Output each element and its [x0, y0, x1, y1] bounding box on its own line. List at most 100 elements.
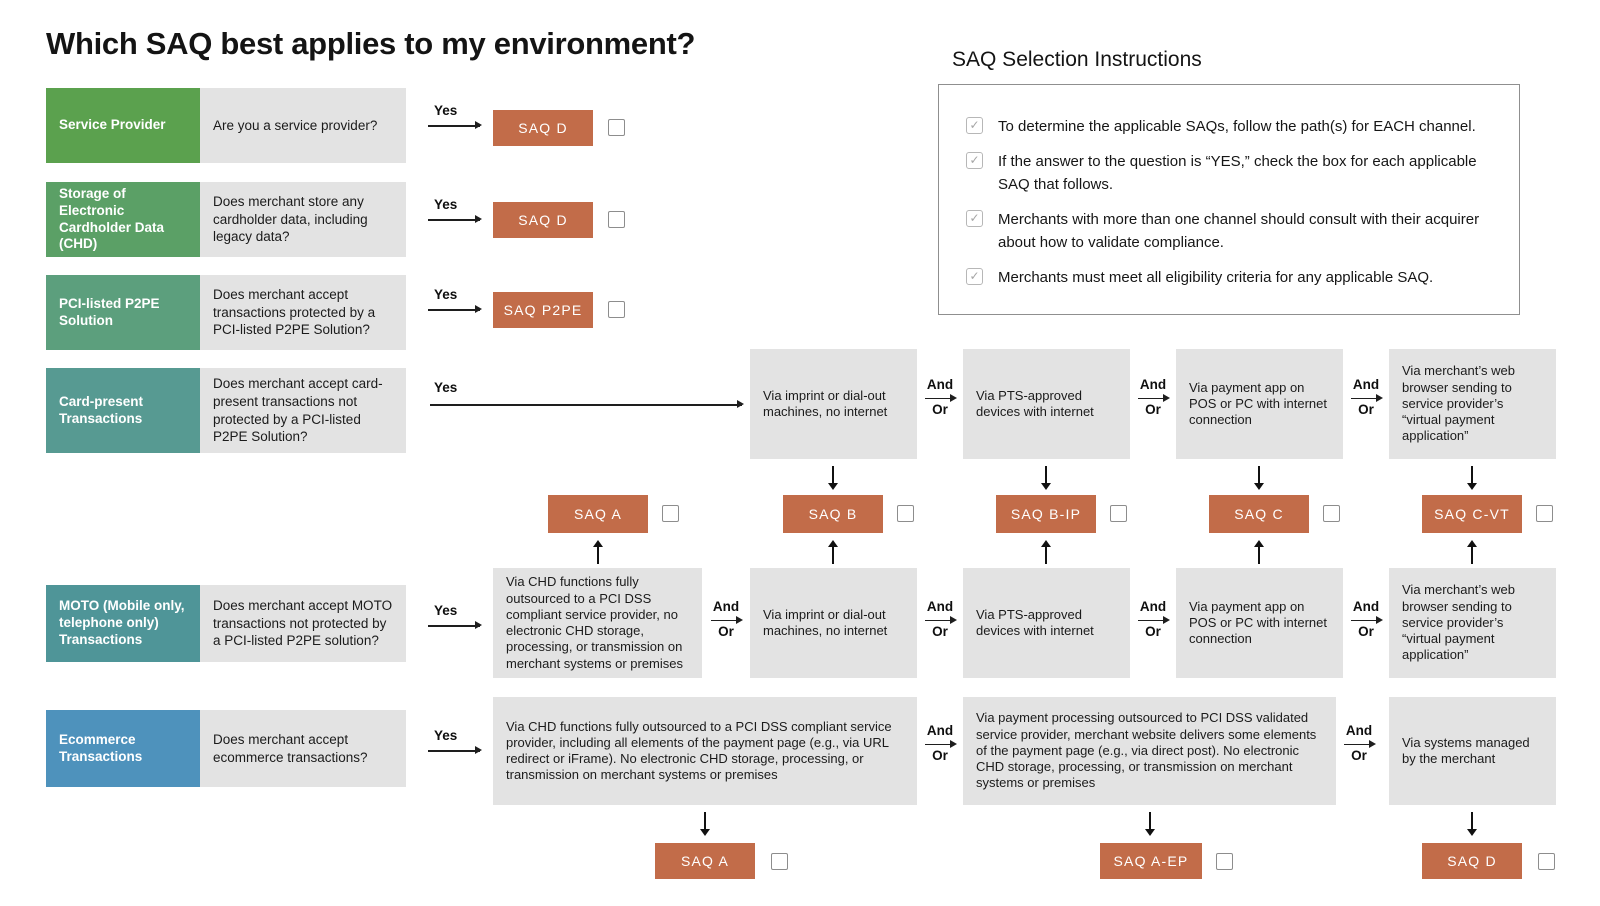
saq-badge-c-vt: SAQ C-VT — [1422, 495, 1522, 533]
channel-box-imprint-moto: Via imprint or dial-out machines, no int… — [750, 568, 917, 678]
yes-arrow — [428, 121, 482, 129]
saq-checkbox-c[interactable] — [1323, 505, 1340, 522]
flow-arrow-up — [1467, 539, 1476, 564]
flow-arrow-down — [1041, 466, 1050, 490]
row-label-card-present: Card-present Transactions — [46, 368, 200, 453]
yes-label: Yes — [434, 728, 458, 743]
and-or-connector: And Or — [918, 723, 962, 764]
and-or-connector: And Or — [1337, 723, 1381, 764]
saq-checkbox-d-ecommerce[interactable] — [1538, 853, 1555, 870]
saq-badge-d-storage-chd: SAQ D — [493, 202, 593, 238]
channel-box-ecom-merchant: Via systems managed by the merchant — [1389, 697, 1556, 805]
row-question-service-provider: Are you a service provider? — [200, 88, 406, 163]
checked-checkbox-icon: ✓ — [966, 152, 983, 169]
saq-checkbox-b[interactable] — [897, 505, 914, 522]
or-label: Or — [1351, 748, 1367, 764]
yes-label: Yes — [434, 103, 458, 118]
channel-box-payment-app-moto: Via payment app on POS or PC with intern… — [1176, 568, 1343, 678]
yes-arrow — [428, 215, 482, 223]
and-label: And — [926, 723, 954, 738]
or-label: Or — [932, 624, 948, 640]
saq-badge-a-ecommerce: SAQ A — [655, 843, 755, 879]
and-or-connector: And Or — [704, 599, 748, 640]
channel-box-imprint-card-present: Via imprint or dial-out machines, no int… — [750, 349, 917, 459]
or-label: Or — [718, 624, 734, 640]
row-question-p2pe: Does merchant accept transactions protec… — [200, 275, 406, 350]
saq-badge-a-ep: SAQ A-EP — [1100, 843, 1202, 879]
channel-box-moto-outsourced: Via CHD functions fully outsourced to a … — [493, 568, 702, 678]
row-question-card-present: Does merchant accept card-present transa… — [200, 368, 406, 453]
flow-arrow-up — [1041, 539, 1050, 564]
checked-checkbox-icon: ✓ — [966, 117, 983, 134]
row-label-p2pe: PCI-listed P2PE Solution — [46, 275, 200, 350]
saq-checkbox-a-ep[interactable] — [1216, 853, 1233, 870]
flow-arrow-down — [1467, 466, 1476, 490]
flow-arrow-down — [1145, 812, 1154, 836]
saq-checkbox-a-ecommerce[interactable] — [771, 853, 788, 870]
saq-checkbox-d-service-provider[interactable] — [608, 119, 625, 136]
yes-label: Yes — [434, 603, 458, 618]
channel-box-ecom-outsourced: Via CHD functions fully outsourced to a … — [493, 697, 917, 805]
and-or-arrow — [1138, 394, 1170, 402]
flow-arrow-down — [1254, 466, 1263, 490]
channel-box-web-browser-moto: Via merchant’s web browser sending to se… — [1389, 568, 1556, 678]
row-question-ecommerce: Does merchant accept ecommerce transacti… — [200, 710, 406, 787]
and-label: And — [1352, 377, 1380, 392]
saq-badge-c: SAQ C — [1209, 495, 1309, 533]
instruction-text: Merchants must meet all eligibility crit… — [998, 269, 1434, 286]
and-or-arrow — [925, 616, 957, 624]
and-or-connector: And Or — [1131, 599, 1175, 640]
flow-arrow-down — [1467, 812, 1476, 836]
flow-arrow-up — [1254, 539, 1263, 564]
saq-badge-a-moto: SAQ A — [548, 495, 648, 533]
row-label-service-provider: Service Provider — [46, 88, 200, 163]
yes-label: Yes — [434, 197, 458, 212]
saq-checkbox-d-storage-chd[interactable] — [608, 211, 625, 228]
checked-checkbox-icon: ✓ — [966, 268, 983, 285]
and-or-arrow — [1351, 616, 1383, 624]
or-label: Or — [1358, 402, 1374, 418]
and-label: And — [1352, 599, 1380, 614]
saq-checkbox-p2pe[interactable] — [608, 301, 625, 318]
and-or-arrow — [1344, 740, 1376, 748]
and-or-arrow — [711, 616, 743, 624]
row-question-storage-chd: Does merchant store any cardholder data,… — [200, 182, 406, 257]
flow-arrow-down — [700, 812, 709, 836]
flow-arrow-down — [828, 466, 837, 490]
instruction-text: To determine the applicable SAQs, follow… — [998, 118, 1476, 135]
saq-checkbox-c-vt[interactable] — [1536, 505, 1553, 522]
flow-arrow-up — [593, 539, 602, 564]
or-label: Or — [1358, 624, 1374, 640]
instructions-title: SAQ Selection Instructions — [952, 48, 1202, 71]
and-label: And — [1139, 377, 1167, 392]
instruction-text: If the answer to the question is “YES,” … — [998, 153, 1477, 193]
and-or-connector: And Or — [1344, 599, 1388, 640]
and-label: And — [1345, 723, 1373, 738]
and-or-arrow — [1351, 394, 1383, 402]
channel-box-pts-moto: Via PTS-approved devices with internet — [963, 568, 1130, 678]
instruction-item: ✓ Merchants must meet all eligibility cr… — [966, 266, 1493, 289]
saq-badge-b: SAQ B — [783, 495, 883, 533]
instruction-text: Merchants with more than one channel sho… — [998, 211, 1480, 251]
or-label: Or — [1145, 402, 1161, 418]
saq-badge-p2pe: SAQ P2PE — [493, 292, 593, 328]
channel-box-web-browser-card-present: Via merchant’s web browser sending to se… — [1389, 349, 1556, 459]
or-label: Or — [932, 748, 948, 764]
instruction-item: ✓ Merchants with more than one channel s… — [966, 208, 1493, 254]
or-label: Or — [932, 402, 948, 418]
saq-checkbox-a-moto[interactable] — [662, 505, 679, 522]
yes-arrow — [428, 621, 482, 629]
saq-badge-d-service-provider: SAQ D — [493, 110, 593, 146]
and-label: And — [926, 377, 954, 392]
and-or-arrow — [925, 394, 957, 402]
instructions-panel: ✓ To determine the applicable SAQs, foll… — [938, 84, 1520, 315]
saq-badge-b-ip: SAQ B-IP — [996, 495, 1096, 533]
yes-arrow — [428, 746, 482, 754]
and-label: And — [926, 599, 954, 614]
flow-arrow-up — [828, 539, 837, 564]
and-or-connector: And Or — [918, 599, 962, 640]
saq-checkbox-b-ip[interactable] — [1110, 505, 1127, 522]
yes-label: Yes — [434, 380, 458, 395]
and-label: And — [712, 599, 740, 614]
